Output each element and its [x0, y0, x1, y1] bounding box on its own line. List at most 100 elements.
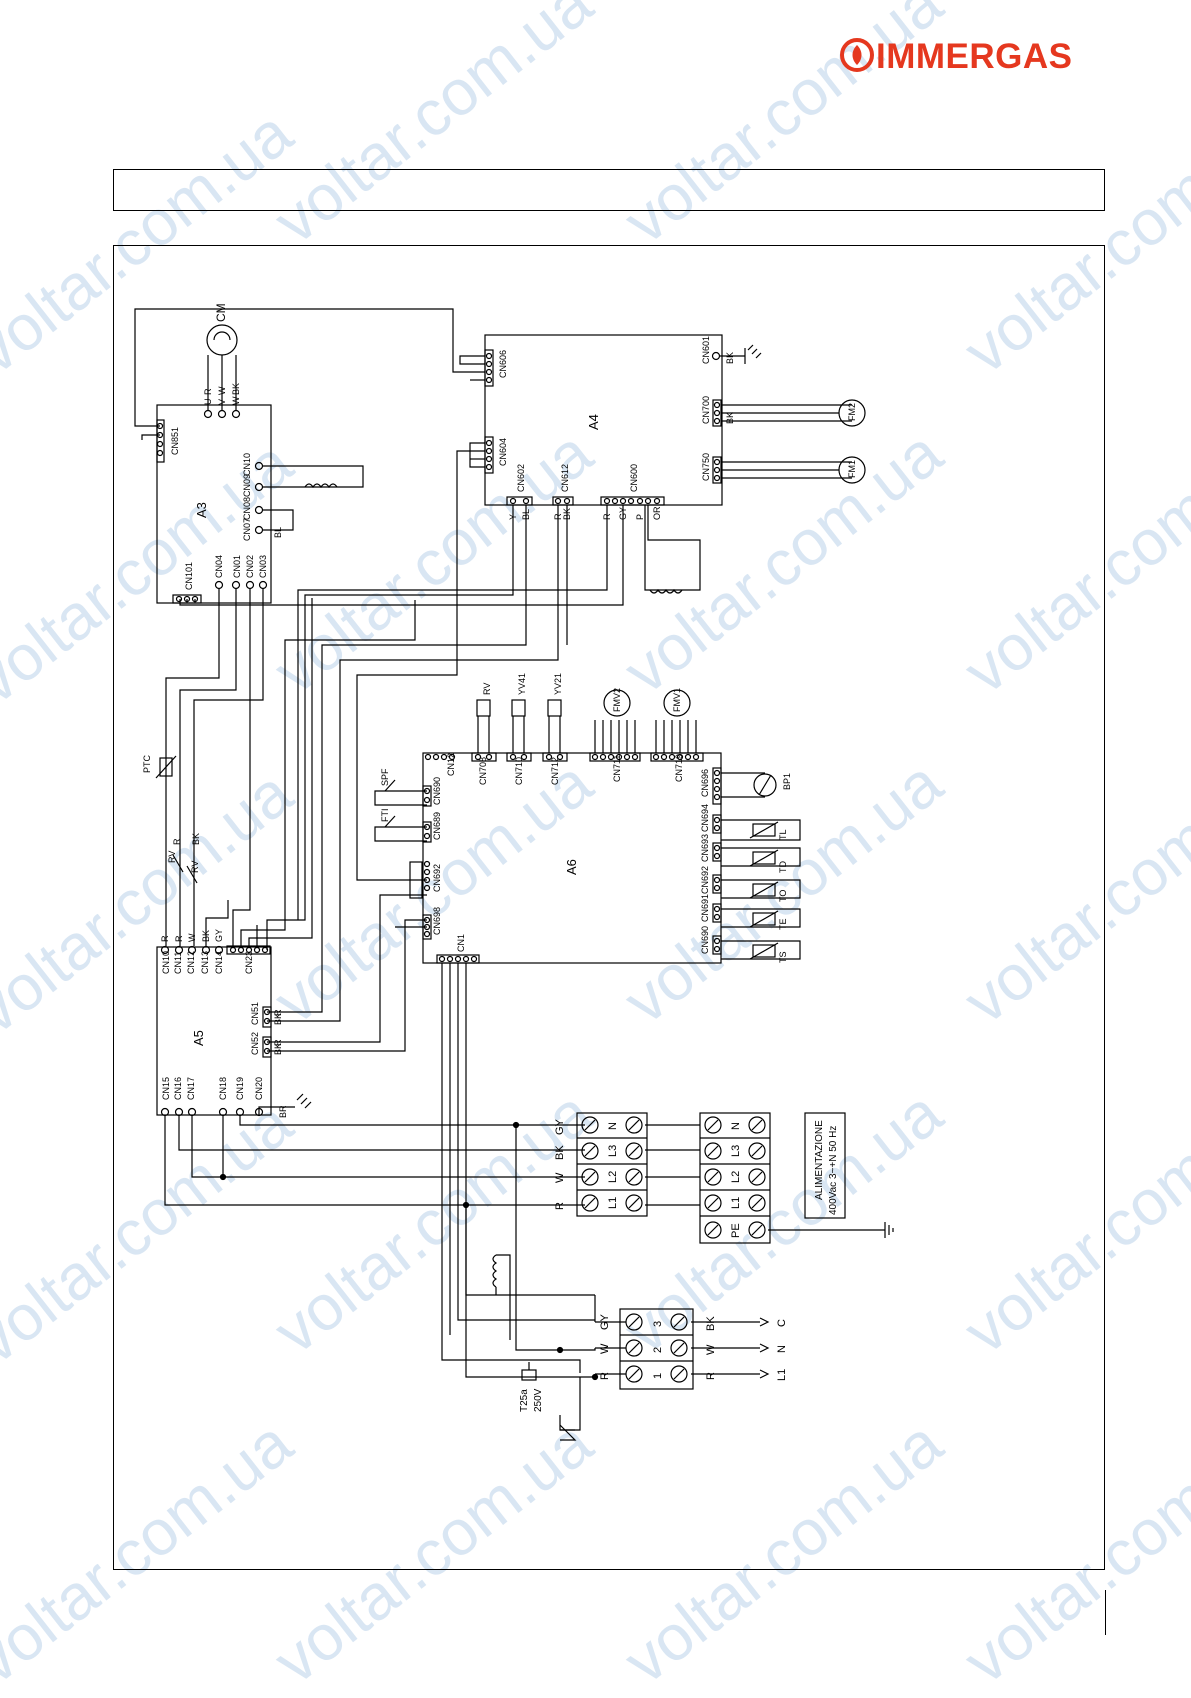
label-bp1: BP1	[782, 773, 792, 790]
label-rv-a6: RV	[482, 683, 492, 695]
label-fan-wires: BK	[725, 412, 735, 424]
label-output-c: C	[776, 1319, 788, 1327]
a3-coil	[263, 465, 364, 531]
connector-cn1	[436, 954, 480, 964]
connector-cn700	[712, 399, 722, 427]
label-cn18: CN18	[218, 1077, 228, 1100]
label-a5-wire-r2: R	[174, 935, 184, 942]
a6-switches	[374, 779, 427, 842]
label-cn12-a5: CN12	[186, 951, 196, 974]
label-wire-p-600: P	[635, 514, 645, 520]
brand-name: IMMERGAS	[876, 37, 1073, 76]
label-cn15: CN15	[161, 1077, 171, 1100]
label-aux-wire-r: R	[599, 1372, 611, 1380]
label-wire-bl: BL	[521, 509, 531, 520]
label-a5-wire-r1: R	[160, 935, 170, 942]
label-output-l1: L1	[776, 1369, 788, 1381]
terminal-block-aux	[560, 1295, 694, 1390]
label-cn694: CN694	[700, 804, 710, 832]
label-aux-num-3: 3	[652, 1321, 664, 1327]
label-aux-wire-gy: GY	[599, 1313, 611, 1330]
label-fmv2: FMV2	[612, 688, 622, 712]
label-wire-r-cm: R	[203, 388, 213, 395]
label-cn708: CN708	[478, 757, 488, 785]
label-cn19: CN19	[235, 1077, 245, 1100]
label-cn101: CN101	[184, 562, 194, 590]
label-cn602: CN602	[516, 464, 526, 492]
label-wire-br: BR	[278, 1105, 288, 1118]
label-fan-fm1: FM1	[847, 460, 857, 478]
label-cn604: CN604	[498, 438, 508, 466]
label-fan-fm2: FM2	[847, 403, 857, 421]
label-outer-pe: PE	[730, 1223, 742, 1238]
label-wire-bk-cm: BK	[231, 383, 241, 395]
a5-top-pins	[160, 945, 271, 955]
connector-cn604	[484, 436, 494, 474]
label-cn698: CN698	[432, 907, 442, 935]
label-a5-wire-bk: BK	[201, 930, 211, 942]
label-cn07: CN07	[242, 518, 252, 541]
connector-cn601	[711, 351, 721, 361]
label-cn02: CN02	[245, 555, 255, 578]
a3-top-pins	[203, 409, 241, 419]
label-cn690-left: CN690	[432, 777, 442, 805]
label-cn11: CN11	[173, 952, 183, 974]
label-cn719: CN719	[674, 754, 684, 782]
label-inner-l2: L2	[607, 1171, 619, 1183]
label-cn692-right: CN692	[700, 866, 710, 894]
label-relay-wire-r: R	[172, 838, 182, 845]
label-wire-y: Y	[508, 514, 518, 520]
label-rv2: RV	[190, 861, 200, 873]
label-cn601: CN601	[701, 336, 711, 364]
label-aux-wire-w: W	[599, 1343, 611, 1354]
label-wire-bk-601: BK	[725, 352, 735, 364]
label-aux-out-w: W	[705, 1344, 717, 1355]
label-cn01: CN01	[232, 555, 242, 578]
label-cn692-left: CN692	[432, 864, 442, 892]
fan-motor-fm2	[721, 399, 866, 427]
a6-right-connectors	[712, 767, 722, 955]
label-aux-out-bk: BK	[705, 1316, 717, 1331]
label-outer-l3: L3	[730, 1145, 742, 1157]
label-wire-gy-600: GY	[618, 507, 628, 520]
label-cn600: CN600	[629, 464, 639, 492]
supply-label-box	[804, 1112, 846, 1219]
compressor-cm	[206, 324, 238, 410]
brand-logo: IMMERGAS	[840, 36, 1110, 80]
connector-cn602	[506, 496, 533, 506]
label-relay-wire-bk: BK	[191, 833, 201, 845]
connector-cn851	[156, 419, 165, 463]
ptc-relay	[155, 755, 229, 946]
label-fuse-voltage: 250V	[533, 1388, 544, 1412]
label-cn17: CN17	[186, 1077, 196, 1100]
label-output-n: N	[776, 1345, 788, 1353]
label-cn710: CN710	[514, 757, 524, 785]
a6-sensors	[721, 772, 801, 960]
label-cn10: CN10	[242, 453, 252, 476]
label-cn12-a6: CN12	[446, 753, 456, 776]
label-cn700: CN700	[701, 396, 711, 424]
connector-cn51	[262, 1006, 272, 1028]
terminal-block-main-outer	[699, 1112, 771, 1244]
label-cn52: CN52	[250, 1032, 260, 1055]
title-box	[113, 169, 1105, 211]
board-a5	[156, 946, 272, 1116]
label-cn14: CN14	[214, 951, 224, 974]
label-main-wire-bk: BK	[554, 1145, 566, 1160]
label-cn712: CN712	[550, 757, 560, 785]
a3-bottom-pins	[214, 580, 268, 590]
label-cn08: CN08	[242, 497, 252, 520]
label-pin-u: U	[203, 399, 213, 406]
label-main-wire-gy: GY	[554, 1118, 566, 1135]
label-cn690-right: CN690	[700, 926, 710, 954]
wiring	[134, 308, 894, 1441]
label-aux-num-1: 1	[652, 1373, 664, 1379]
label-to: TO	[778, 890, 788, 902]
label-outer-n: N	[730, 1122, 742, 1130]
label-cn16: CN16	[173, 1077, 183, 1100]
label-yv21: YV21	[553, 673, 563, 695]
connector-cn750	[712, 456, 722, 484]
connector-cn600	[600, 496, 665, 506]
label-main-wire-w: W	[554, 1172, 566, 1183]
terminal-block-main-inner	[576, 1112, 648, 1217]
